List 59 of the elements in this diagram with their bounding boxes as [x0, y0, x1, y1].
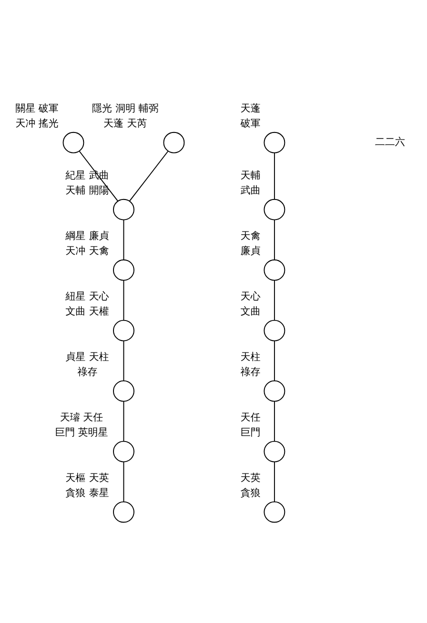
- node-label: 紐星 天心: [66, 292, 109, 303]
- node-label: 天蓬 天芮: [104, 118, 147, 130]
- node-label: 綱星 廉貞: [66, 231, 109, 242]
- node-label: 天輔: [240, 170, 260, 182]
- node-circle: [264, 320, 286, 342]
- node-label: 巨門: [240, 428, 260, 439]
- connector: [274, 400, 275, 442]
- node-label: 貪狼: [240, 488, 260, 500]
- connector: [123, 400, 124, 442]
- node-label: 文曲 天權: [66, 306, 109, 318]
- node-label: 祿存: [78, 367, 98, 378]
- node-label: 巨門 英明星: [54, 428, 108, 439]
- node-label: 天樞 天英: [66, 473, 109, 484]
- node-circle: [113, 259, 134, 281]
- node-label: 貪狼 泰星: [66, 488, 109, 500]
- node-circle: [264, 198, 286, 220]
- connector: [78, 150, 118, 202]
- node-label: 隱光 洞明 輔弼: [92, 104, 159, 115]
- connector: [123, 461, 124, 502]
- node-label: 天任: [240, 412, 260, 424]
- node-label: 天璿 天任: [60, 412, 104, 424]
- node-label: 祿存: [240, 367, 260, 378]
- node-circle: [113, 320, 134, 342]
- node-label: 天柱: [240, 352, 260, 364]
- connector: [123, 280, 124, 321]
- node-circle: [264, 259, 286, 281]
- connector: [123, 219, 124, 260]
- node-circle: [113, 501, 134, 523]
- node-circle: [113, 380, 134, 402]
- node-label: 廉貞: [240, 246, 260, 258]
- node-circle: [163, 132, 185, 154]
- node-label: 天冲 搖光: [15, 118, 59, 130]
- connector: [274, 340, 275, 381]
- node-circle: [113, 440, 134, 462]
- node-label: 天蓬: [240, 104, 260, 115]
- node-circle: [264, 380, 286, 402]
- node-circle: [62, 132, 84, 154]
- connector: [274, 219, 275, 260]
- node-label: 紀星 武曲: [66, 170, 109, 182]
- connector: [123, 340, 124, 381]
- connector: [129, 150, 168, 202]
- node-label: 貞星 天柱: [66, 352, 109, 364]
- connector: [274, 461, 275, 502]
- node-label: 天冲 天禽: [66, 246, 109, 258]
- node-circle: [113, 198, 134, 220]
- node-label: 天英: [240, 473, 260, 484]
- node-circle: [264, 501, 286, 523]
- connector: [274, 152, 275, 200]
- node-label: 天心: [240, 292, 260, 303]
- node-circle: [264, 440, 286, 462]
- node-label: 天禽: [240, 231, 260, 242]
- node-label: 武曲: [240, 186, 260, 197]
- node-circle: [264, 132, 286, 154]
- node-label: 文曲: [240, 306, 260, 318]
- node-label: 關星 破軍: [15, 104, 59, 115]
- node-label: 破軍: [240, 118, 260, 130]
- connector: [274, 280, 275, 321]
- node-label: 天輔 開陽: [66, 186, 109, 197]
- label: 二二六: [374, 137, 405, 148]
